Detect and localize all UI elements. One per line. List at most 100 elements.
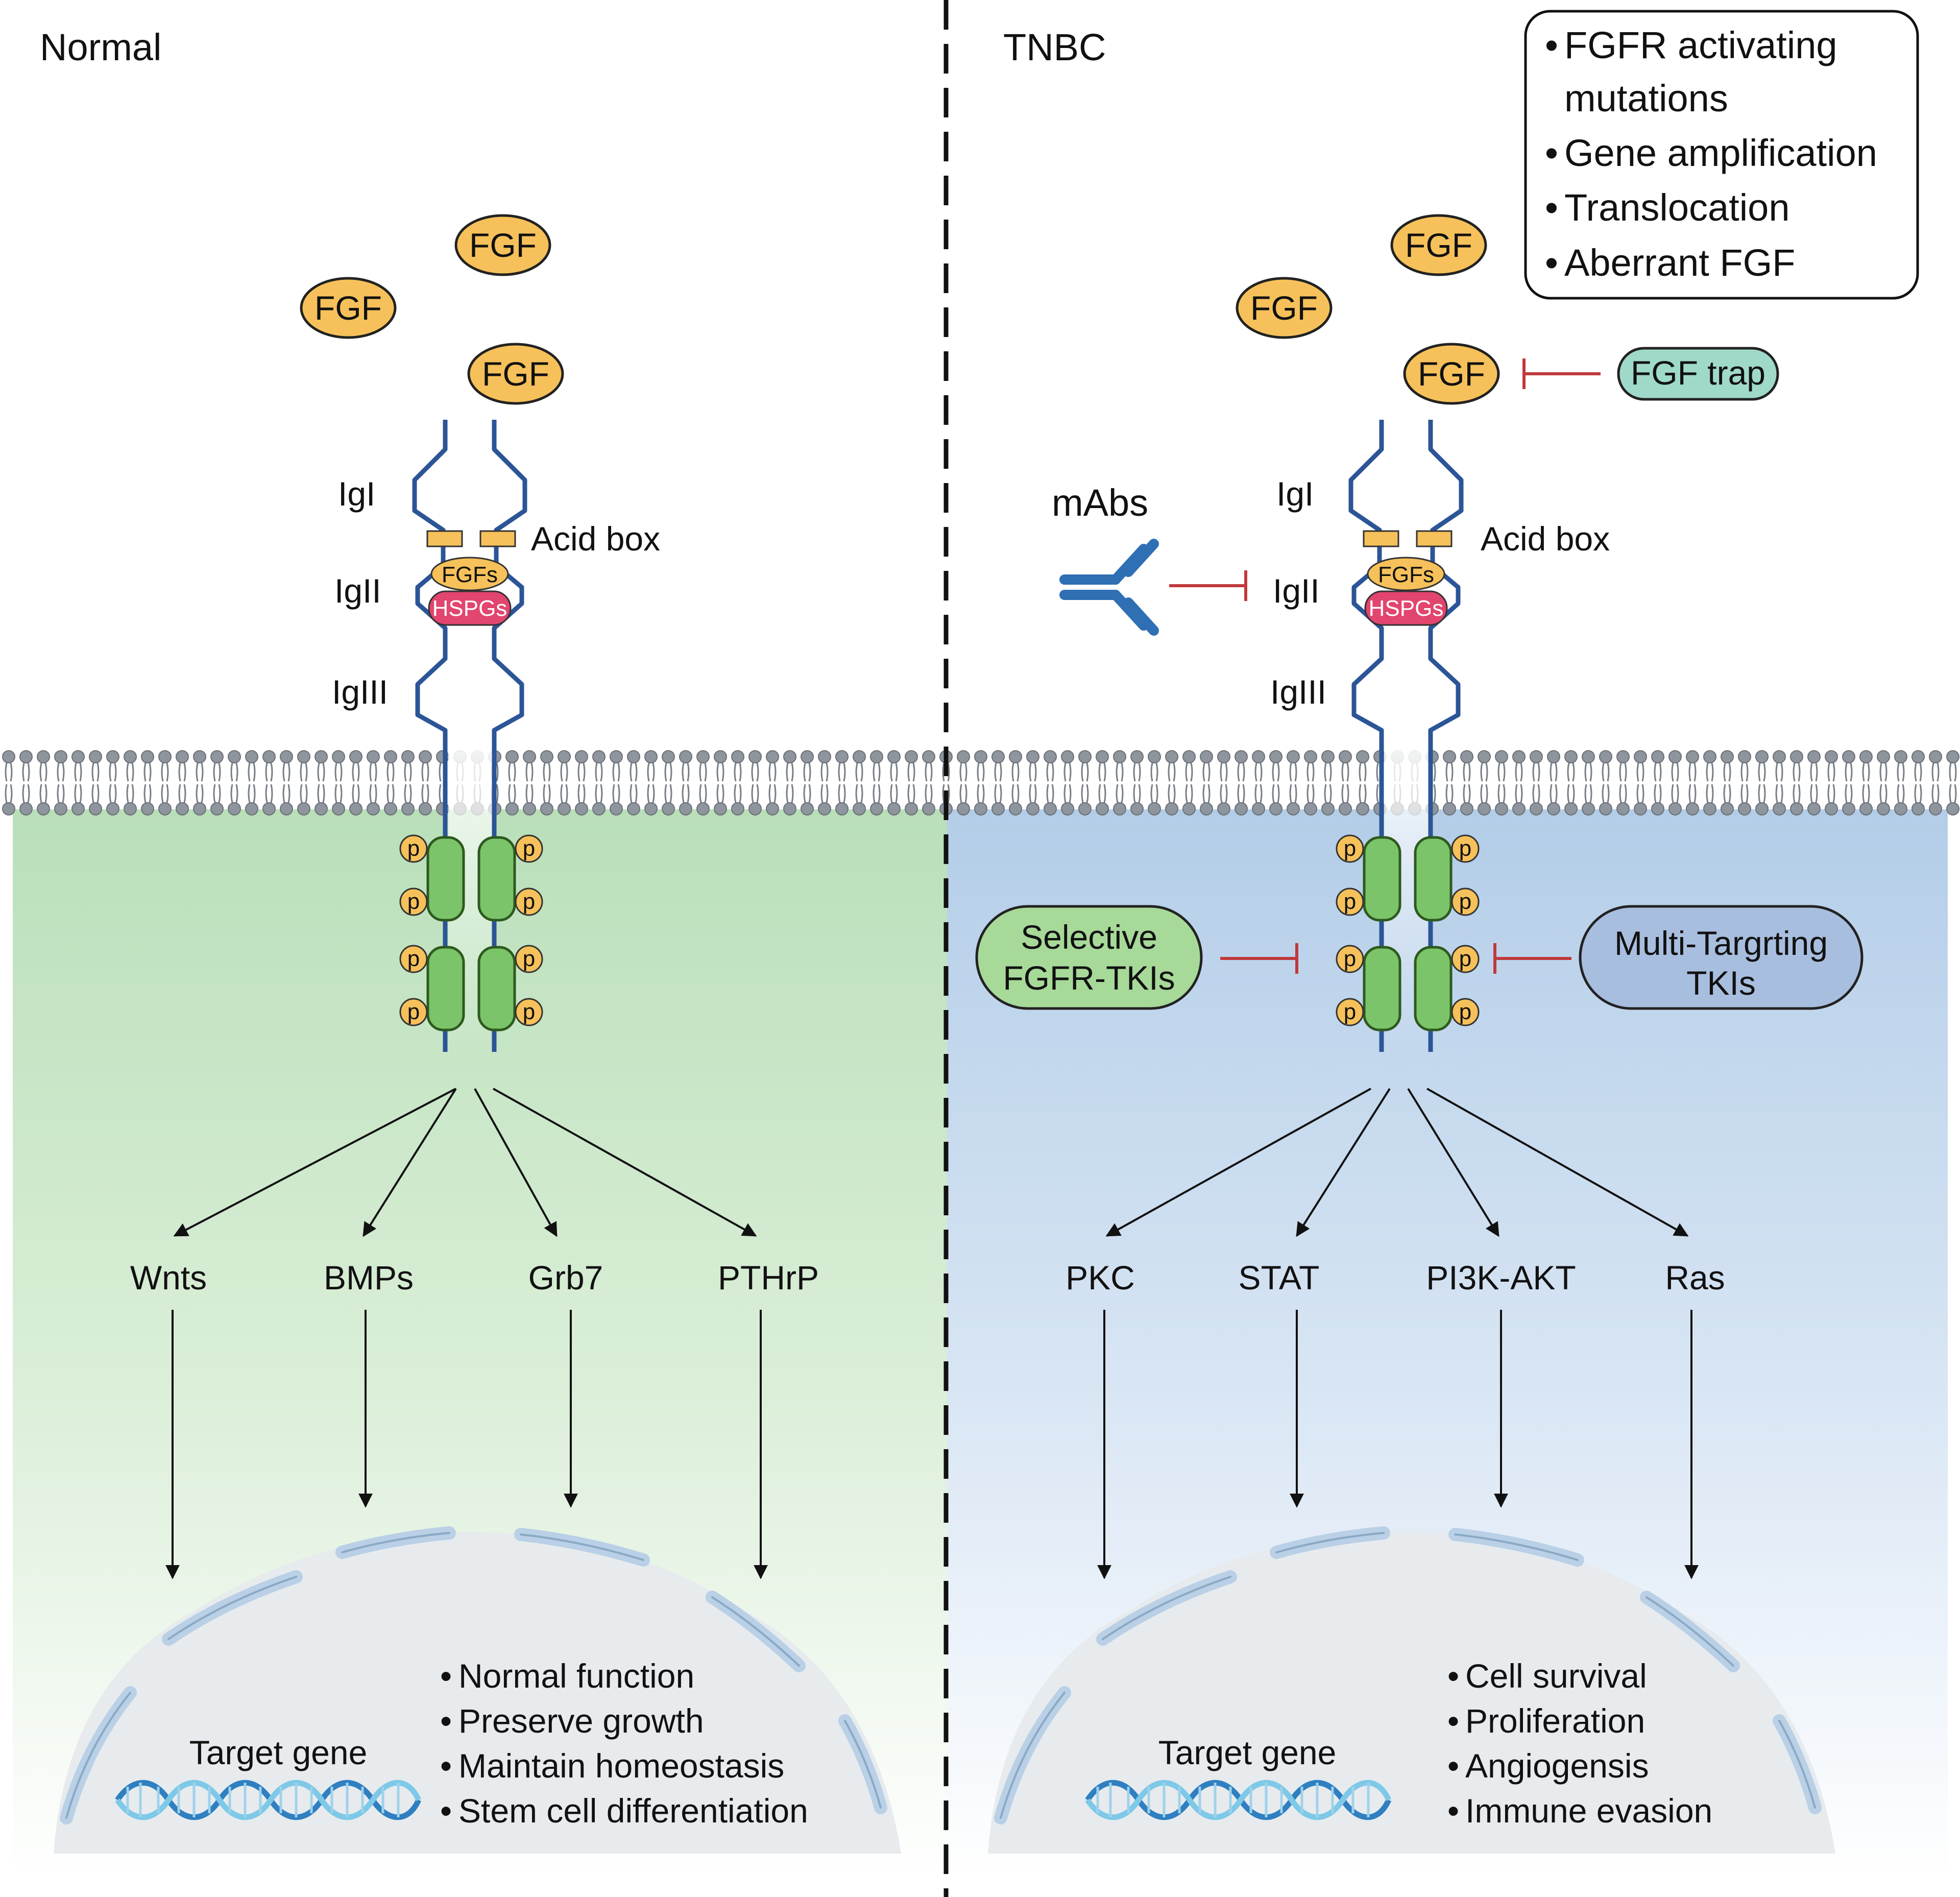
phospho-site: p [1336,945,1364,973]
normal-fgfr-receptor: FGFs HSPGs [412,420,527,1052]
fgf-ligand [300,277,397,339]
normal-phospho-sites: p p p p p p p p [399,834,543,1026]
outcome-item: Maintain homeostasis [458,1747,784,1785]
mabs-inhibition [1169,570,1247,601]
outcome-item: Stem cell differentiation [458,1792,808,1830]
cell-membrane [0,750,1960,816]
tnbc-fgf-ligands: FGF FGF FGF [1236,214,1500,405]
tnbc-outcomes: • Cell survival • Proliferation • Angiog… [1447,1657,1712,1830]
alteration-item: Gene amplification [1564,132,1877,174]
pathway-label: BMPs [324,1259,414,1296]
fgf-ligand [1236,277,1333,339]
normal-signal-arrows [173,1088,757,1237]
acid-box [1363,530,1399,547]
hspgs-label: HSPGs [1369,596,1444,621]
tnbc-fgfr-receptor: FGFs HSPGs [1348,420,1464,1052]
tnbc-panel-title: TNBC [1003,26,1106,68]
outcome-item: Angiogensis [1465,1747,1649,1785]
pathway-label: PKC [1066,1259,1135,1296]
tnbc-nuclear-arrows [1097,1310,1699,1579]
svg-text:p: p [407,836,420,861]
fgf-ligand-label: FGF [1418,355,1485,393]
phospho-site: p [1336,887,1364,916]
igI-label: IgI [1276,475,1314,513]
acid-box [426,530,463,547]
multi-targeting-tkis: Multi-Targrting TKIs [1493,905,1864,1010]
multi-label-line2: TKIs [1686,964,1756,1002]
kinase-domain [426,836,465,922]
receptor-chain-right [1428,420,1464,1052]
alteration-bullet: • [1545,132,1558,174]
alteration-item: Translocation [1564,186,1789,229]
pathway-label: PI3K-AKT [1426,1259,1576,1296]
acid-box-label: Acid box [1481,520,1610,558]
phospho-site: p [399,945,428,973]
fgf-ligand-label: FGF [482,355,549,393]
normal-nuclear-arrows [165,1310,768,1579]
kinase-domain [426,946,465,1031]
outcome-item: Proliferation [1465,1702,1645,1740]
antibody-icon [1059,539,1159,636]
selective-label-line1: Selective [1021,918,1157,956]
pathway-label: Grb7 [528,1259,603,1296]
acid-box-label: Acid box [531,520,660,558]
outcome-bullet: • [440,1702,452,1740]
svg-text:p: p [1344,889,1356,914]
fgfs-label: FGFs [442,562,498,587]
phospho-site: p [399,834,428,863]
alteration-bullet: • [1545,242,1558,284]
kinase-domain [1363,946,1401,1031]
svg-text:p: p [1344,946,1356,971]
selective-pill [975,905,1203,1010]
outcome-bullet: • [440,1747,452,1785]
tnbc-phospho-sites: p p p p p p p p [1336,834,1480,1026]
hspgs-binding [428,590,512,626]
phospho-site: p [515,945,543,973]
kinase-domain [477,946,516,1031]
svg-text:p: p [1459,889,1471,914]
svg-text:p: p [1459,999,1471,1024]
phospho-site: p [515,887,543,916]
svg-text:p: p [1344,999,1356,1024]
dna-helix-icon [1085,1780,1392,1820]
igIII-label: IgIII [1270,673,1326,711]
svg-text:p: p [407,889,420,914]
outcome-bullet: • [440,1657,452,1695]
multi-pill [1579,905,1864,1010]
svg-text:p: p [523,889,535,914]
fgf-ligand-label: FGF [1405,226,1472,264]
igII-label: IgII [334,572,381,610]
fgf-trap-label: FGF trap [1631,354,1765,392]
outcome-bullet: • [1447,1792,1459,1830]
igI-label: IgI [338,475,375,513]
kinase-domain [477,836,516,922]
phospho-site: p [515,834,543,863]
multi-label-line1: Multi-Targrting [1614,924,1828,962]
dna-helix-icon [115,1780,422,1820]
target-gene-label: Target gene [1158,1734,1337,1771]
alteration-item: Aberrant FGF [1564,242,1795,284]
igII-label: IgII [1273,572,1320,610]
svg-text:p: p [1459,946,1471,971]
outcome-bullet: • [440,1792,452,1830]
tnbc-nucleus [988,1526,1835,1854]
selective-fgfr-tkis: Selective FGFR-TKIs [975,905,1298,1010]
alteration-bullet: • [1545,24,1558,66]
fgfs-binding [430,557,509,591]
phospho-site: p [1451,998,1480,1026]
selective-label-line2: FGFR-TKIs [1003,959,1175,997]
hspgs-binding [1364,590,1448,626]
fgf-trap-pill [1617,347,1779,401]
svg-text:p: p [523,946,535,971]
pathway-label: STAT [1239,1259,1320,1296]
kinase-domain [1414,836,1453,922]
fgf-ligand-label: FGF [469,226,537,264]
outcome-item: Normal function [458,1657,694,1695]
phospho-site: p [515,998,543,1026]
acid-box [479,530,516,547]
phospho-site: p [1451,945,1480,973]
fgf-ligand-label: FGF [314,289,382,327]
outcome-bullet: • [1447,1747,1459,1785]
